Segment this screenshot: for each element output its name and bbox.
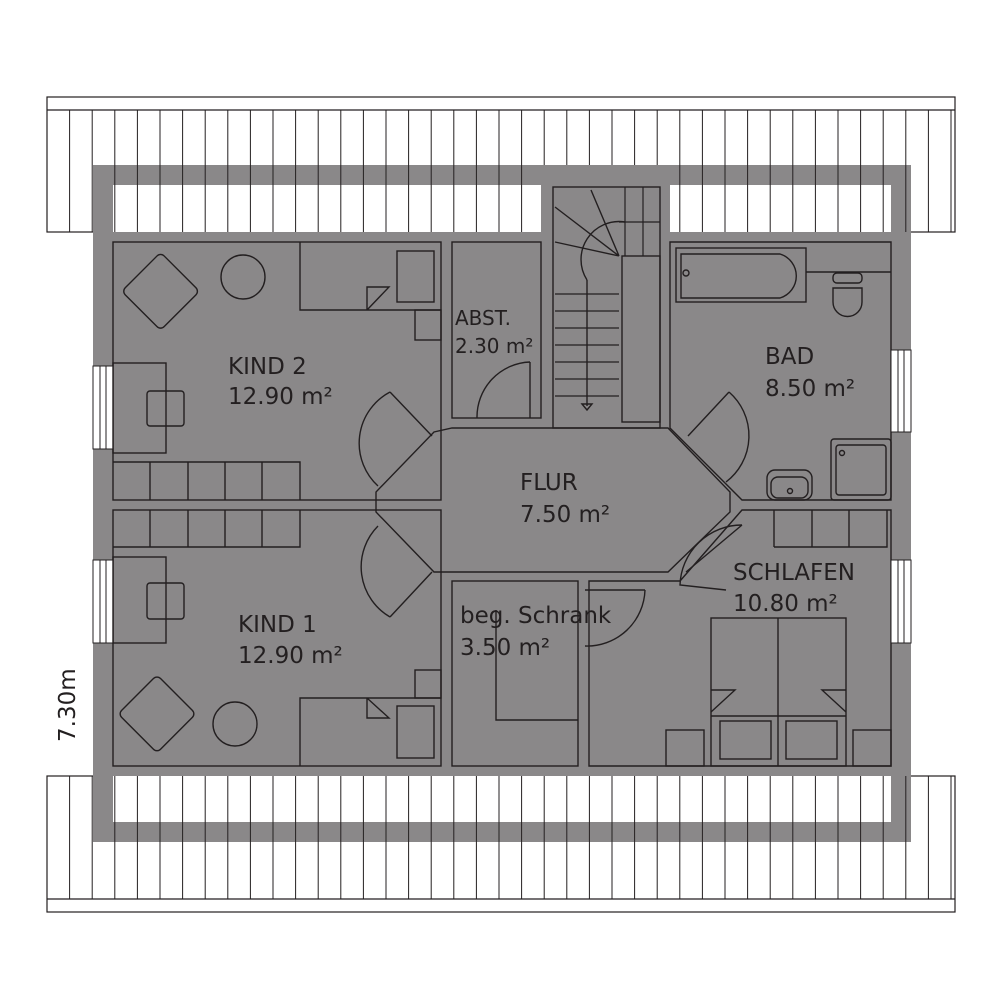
- room-abst: [451, 241, 542, 419]
- door-schlafen[interactable]: [679, 524, 743, 591]
- room-area-schrank: 3.50 m²: [460, 635, 550, 661]
- room-label-bad: BAD: [765, 344, 814, 370]
- outer-walls: [93, 165, 911, 842]
- furniture-bad: [675, 247, 892, 501]
- room-area-flur: 7.50 m²: [520, 502, 610, 528]
- dimension-label: 7.30m: [55, 668, 81, 742]
- room-label-kind2: KIND 2: [228, 354, 307, 380]
- room-bad: [669, 241, 892, 501]
- room-area-kind2: 12.90 m²: [228, 384, 333, 410]
- room-label-kind1: KIND 1: [238, 612, 317, 638]
- door-abst[interactable]: [476, 361, 531, 419]
- door-bad[interactable]: [687, 391, 750, 483]
- door-kind2[interactable]: [358, 391, 433, 487]
- room-flur: [375, 427, 731, 573]
- door-kind1[interactable]: [360, 525, 433, 618]
- room-label-schlafen: SCHLAFEN: [733, 560, 855, 586]
- room-label-abst: ABST.: [455, 306, 511, 330]
- wardrobe-shelf: [495, 610, 578, 721]
- room-area-kind1: 12.90 m²: [238, 643, 343, 669]
- room-area-abst: 2.30 m²: [455, 334, 533, 358]
- windows: [92, 349, 912, 644]
- room-area-bad: 8.50 m²: [765, 376, 855, 402]
- room-label-schrank: beg. Schrank: [460, 603, 612, 629]
- room-area-schlafen: 10.80 m²: [733, 591, 838, 617]
- furniture-kind2: [112, 242, 442, 500]
- roof-tiles-inner: [114, 165, 907, 842]
- door-schrank[interactable]: [584, 589, 646, 647]
- room-schrank: [451, 580, 579, 767]
- room-label-flur: FLUR: [520, 470, 578, 496]
- furniture-schlafen: [665, 510, 892, 767]
- furniture-kind1: [112, 510, 442, 766]
